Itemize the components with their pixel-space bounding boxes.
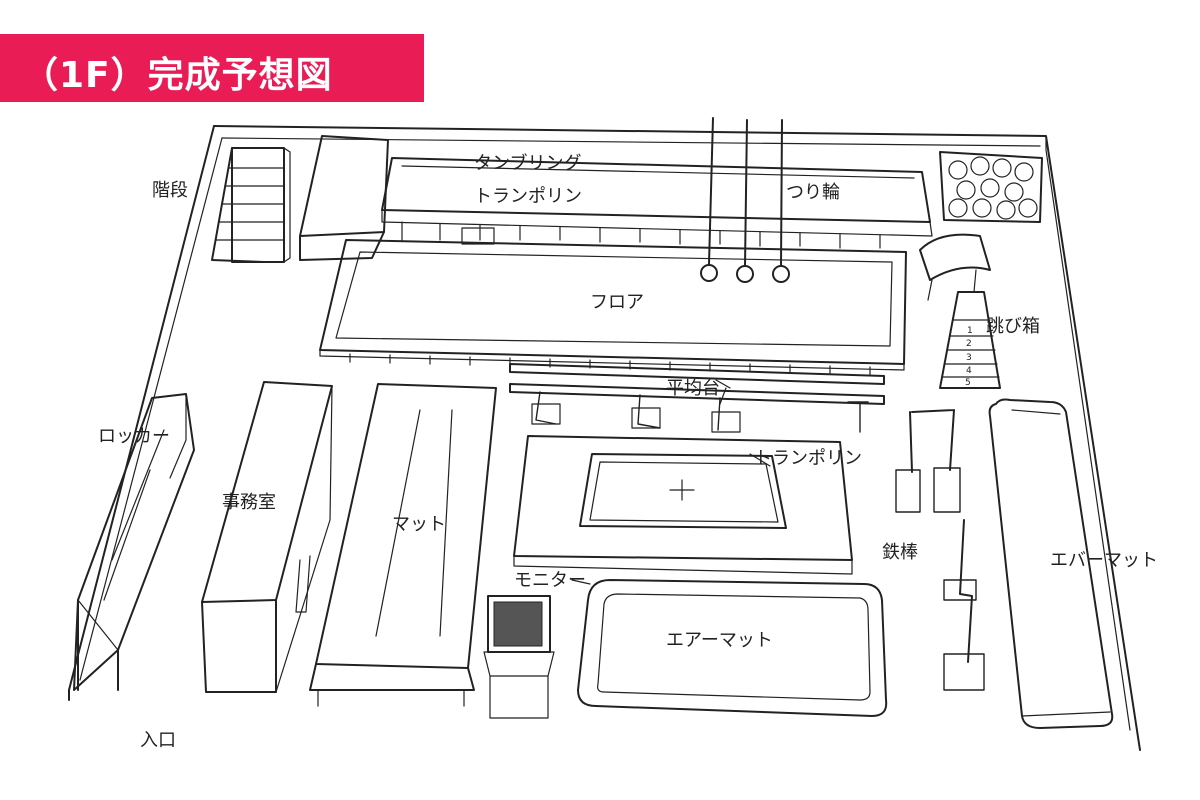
label-office: 事務室 bbox=[222, 492, 276, 513]
trampoline-platform bbox=[513, 435, 853, 575]
label-bar: 鉄棒 bbox=[882, 542, 918, 563]
vault-step-5: 5 bbox=[965, 378, 971, 388]
label-air-mat: エアーマット bbox=[666, 630, 773, 651]
office bbox=[201, 381, 333, 693]
label-tramp-top: トランポリン bbox=[474, 186, 582, 207]
balance-beams bbox=[509, 363, 885, 433]
long-mat bbox=[309, 383, 497, 707]
label-floor: フロア bbox=[590, 292, 644, 313]
foam-pit bbox=[939, 151, 1043, 223]
label-trampoline: トランポリン bbox=[754, 448, 862, 469]
title-banner: （1F）完成予想図 bbox=[0, 34, 424, 102]
vault-step-3: 3 bbox=[966, 353, 972, 363]
label-rings: つり輪 bbox=[786, 182, 840, 203]
leader-lines bbox=[571, 379, 771, 585]
floor-area bbox=[319, 239, 907, 376]
vaulting-box bbox=[939, 291, 1001, 389]
stairs bbox=[211, 147, 291, 263]
label-locker: ロッカー bbox=[98, 426, 170, 447]
tumbling-track bbox=[381, 157, 933, 249]
lockers bbox=[73, 393, 195, 691]
horizontal-bar bbox=[895, 409, 985, 691]
ever-mat bbox=[988, 398, 1114, 729]
rings bbox=[700, 117, 790, 283]
label-beam: 平均台 bbox=[666, 378, 720, 399]
monitor bbox=[483, 595, 555, 719]
label-entrance: 入口 bbox=[140, 730, 176, 751]
label-tumbling: タンブリング bbox=[474, 153, 582, 174]
air-mat bbox=[577, 579, 888, 717]
label-ever-mat: エバーマット bbox=[1050, 550, 1158, 571]
label-monitor: モニター bbox=[514, 570, 586, 591]
vault-step-2: 2 bbox=[966, 339, 972, 349]
building-walls bbox=[68, 125, 1141, 751]
page-title: （1F）完成予想図 bbox=[22, 55, 333, 96]
label-mat: マット bbox=[392, 514, 446, 535]
label-stairs: 階段 bbox=[152, 180, 188, 201]
label-vault-box: 跳び箱 bbox=[986, 316, 1040, 337]
storage-block bbox=[299, 135, 389, 261]
vault-horse bbox=[919, 233, 991, 301]
vault-step-4: 4 bbox=[966, 366, 972, 376]
vault-step-1: 1 bbox=[967, 326, 973, 336]
